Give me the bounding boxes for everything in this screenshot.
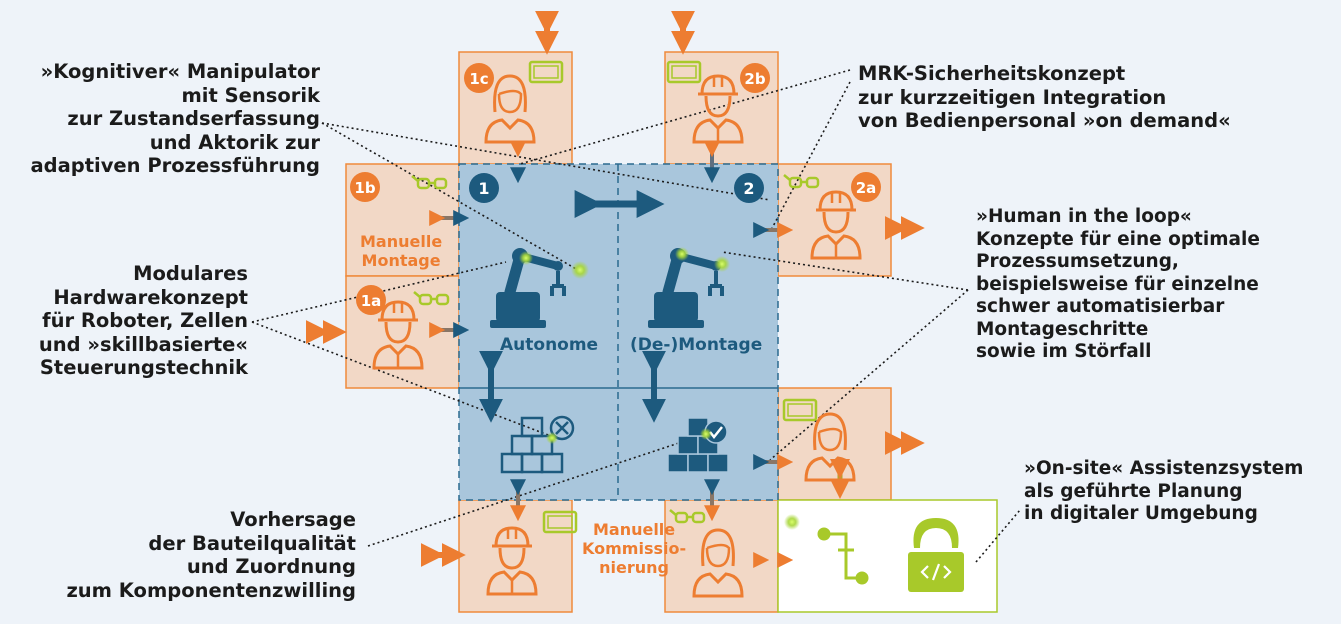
- label-manuelle-montage: Manuelle Montage: [360, 232, 443, 270]
- annotation-mrk-sicherheitskonzept: MRK-Sicherheitskonzept zur kurzzeitigen …: [858, 62, 1231, 132]
- annotation-vorhersage: Vorhersage der Bauteilqualität und Zuord…: [66, 508, 356, 602]
- badge-cell-1: [469, 173, 499, 203]
- arrows: [305, 10, 925, 568]
- boxes-cross-icon: [500, 415, 575, 474]
- badge-label-1c: 1c: [469, 70, 488, 88]
- badge-2a: [851, 172, 881, 202]
- autonomous-block: [458, 163, 779, 501]
- cell-label-autonome: Autonome: [500, 335, 599, 355]
- badge-1a: [356, 285, 386, 315]
- badge-label-2a: 2a: [856, 179, 877, 197]
- badge-1b: [350, 172, 380, 202]
- badge-label-2b: 2b: [744, 70, 765, 88]
- network-icon: [817, 527, 869, 585]
- badge-cell-2: [734, 173, 764, 203]
- zone-digital: [777, 499, 998, 613]
- annotation-human-in-the-loop: »Human in the loop« Konzepte für eine op…: [976, 206, 1260, 362]
- badge-2b: [740, 63, 770, 93]
- programmer-icon: [908, 518, 964, 592]
- annotation-on-site: »On-site« Assistenzsystem als geführte P…: [1024, 458, 1304, 524]
- badge-label-1b: 1b: [354, 179, 375, 197]
- annotation-modulares-hardwarekonzept: Modulares Hardwarekonzept für Roboter, Z…: [38, 262, 248, 379]
- badge-1c: [464, 63, 494, 93]
- manual-zones: [345, 51, 998, 613]
- label-manuelle-kommissionierung: Manuelle Kommissio- nierung: [582, 520, 687, 577]
- badges: 1c 2b 1b 1a 2a 1 2: [350, 63, 881, 315]
- robots: [490, 247, 730, 328]
- badge-label-1a: 1a: [361, 292, 382, 310]
- annotation-kognitiver-manipulator: »Kognitiver« Manipulator mit Sensorik zu…: [30, 60, 320, 177]
- badge-label-cell-1: 1: [478, 179, 489, 198]
- cell-label-demontage: (De-)Montage: [630, 335, 763, 355]
- badge-label-cell-2: 2: [743, 179, 754, 198]
